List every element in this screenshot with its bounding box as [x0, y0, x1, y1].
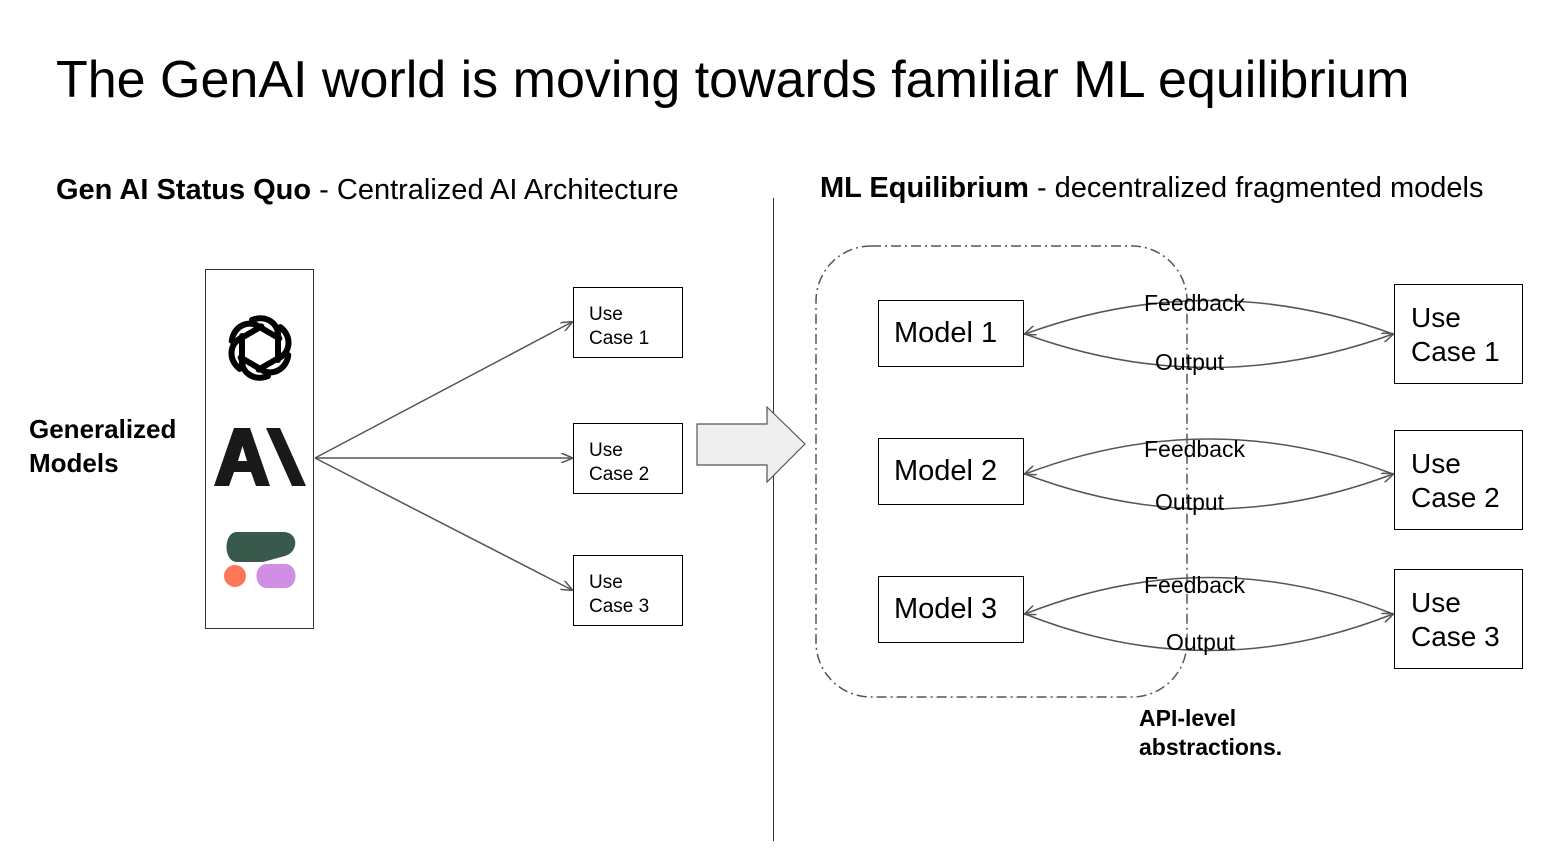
- use-case-label: Use: [589, 572, 623, 593]
- use-case-label: Case 3: [1411, 621, 1500, 652]
- right-use-case-1: Use Case 1: [1394, 284, 1523, 384]
- left-heading-bold: Gen AI Status Quo: [56, 174, 312, 206]
- use-case-label: Case 1: [1411, 336, 1500, 367]
- api-abstraction-boundary: [815, 245, 1188, 698]
- fan-arrow-3: [314, 457, 572, 590]
- right-heading-bold: ML Equilibrium: [820, 172, 1029, 204]
- fan-arrow-1: [314, 322, 572, 459]
- output-label: Output: [1166, 629, 1236, 655]
- output-connector-2: [1024, 474, 1393, 510]
- api-level-abstractions-label: API-level abstractions.: [1139, 704, 1282, 762]
- openai-logo: [220, 313, 300, 383]
- output-connector-1: [1024, 334, 1393, 369]
- feedback-label: Feedback: [1144, 572, 1246, 598]
- use-case-label: Use: [1411, 302, 1461, 333]
- feedback-connector-1: [1025, 299, 1394, 335]
- left-panel-heading: Gen AI Status Quo - Centralized AI Archi…: [56, 172, 679, 208]
- right-use-case-3: Use Case 3: [1394, 569, 1523, 669]
- transition-block-arrow: [696, 405, 806, 484]
- use-case-label: Case 3: [589, 596, 650, 617]
- model-box-1: Model 1: [878, 300, 1024, 367]
- generalized-label-line2: Models: [29, 448, 119, 478]
- generalized-models-label: Generalized Models: [29, 412, 176, 480]
- cohere-logo: [224, 532, 296, 588]
- output-label: Output: [1155, 349, 1225, 375]
- left-heading-rest: - Centralized AI Architecture: [311, 174, 679, 206]
- use-case-label: Use: [1411, 587, 1461, 618]
- model-box-3: Model 3: [878, 576, 1024, 643]
- use-case-label: Case 2: [589, 464, 650, 485]
- left-use-case-2: Use Case 2: [573, 423, 683, 494]
- generalized-label-line1: Generalized: [29, 414, 177, 444]
- feedback-connector-2: [1025, 438, 1394, 474]
- feedback-connector-3: [1025, 576, 1394, 615]
- cohere-lilac-shape: [256, 564, 296, 588]
- left-use-case-1: Use Case 1: [573, 287, 683, 358]
- anthropic-logo: [214, 428, 306, 486]
- cohere-green-shape: [226, 532, 296, 562]
- feedback-label: Feedback: [1144, 290, 1246, 316]
- left-use-case-3: Use Case 3: [573, 555, 683, 626]
- use-case-label: Case 1: [589, 328, 650, 349]
- output-label: Output: [1155, 489, 1225, 515]
- panel-divider: [773, 198, 774, 841]
- use-case-label: Case 2: [1411, 482, 1500, 513]
- api-label-line1: API-level: [1139, 705, 1237, 731]
- right-panel-heading: ML Equilibrium - decentralized fragmente…: [820, 170, 1483, 206]
- model-usecase-connectors: [1024, 299, 1394, 652]
- page-title: The GenAI world is moving towards famili…: [56, 51, 1410, 109]
- generalized-models-column: [205, 269, 314, 629]
- model-box-2: Model 2: [878, 438, 1024, 505]
- use-case-label: Use: [589, 440, 623, 461]
- output-connector-3: [1024, 614, 1393, 652]
- use-case-label: Use: [589, 304, 623, 325]
- cohere-coral-dot: [224, 565, 246, 587]
- right-heading-rest: - decentralized fragmented models: [1028, 172, 1484, 204]
- feedback-label: Feedback: [1144, 436, 1246, 462]
- left-fan-connectors: [314, 322, 572, 590]
- api-label-line2: abstractions.: [1139, 734, 1283, 760]
- right-use-case-2: Use Case 2: [1394, 430, 1523, 530]
- use-case-label: Use: [1411, 448, 1461, 479]
